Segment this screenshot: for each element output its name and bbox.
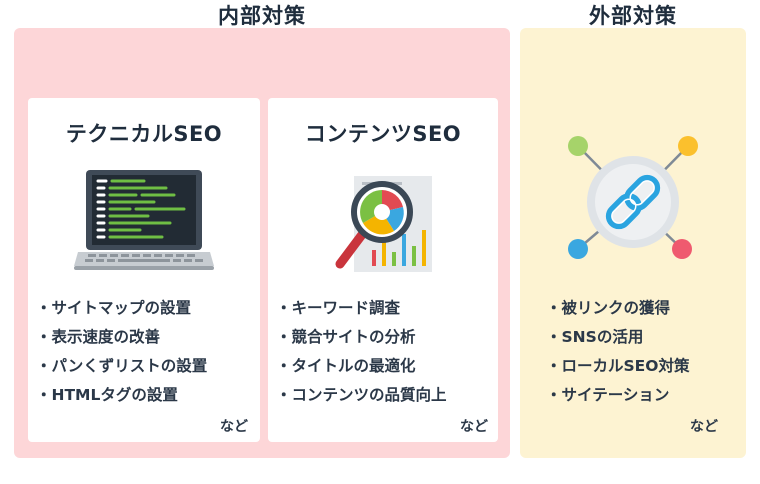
laptop-code-icon — [74, 170, 214, 270]
content-seo-title: コンテンツSEO — [304, 122, 462, 146]
list-item: SNSの活用 — [546, 323, 689, 352]
external-measures-etc: など — [690, 419, 718, 435]
technical-seo-etc: など — [220, 419, 248, 435]
list-item: 表示速度の改善 — [36, 323, 207, 352]
list-item: ローカルSEO対策 — [546, 352, 690, 381]
list-item: サイテーション — [546, 381, 689, 410]
magnifier-chart-icon — [335, 176, 432, 272]
content-seo-etc: など — [460, 419, 488, 435]
external-measures-list: 被リンクの獲得 SNSの活用 ローカルSEO対策 サイテーション — [546, 294, 690, 410]
link-network-icon — [568, 136, 698, 259]
list-item: キーワード調査 — [276, 294, 447, 323]
technical-seo-title: テクニカルSEO — [65, 122, 223, 146]
list-item: 被リンクの獲得 — [546, 294, 689, 323]
technical-seo-list: サイトマップの設置 表示速度の改善 パンくずリストの設置 HTMLタグの設置 — [36, 294, 208, 410]
external-measures-title: 外部対策 — [589, 4, 677, 28]
list-item: コンテンツの品質向上 — [276, 381, 447, 410]
content-seo-list: キーワード調査 競合サイトの分析 タイトルの最適化 コンテンツの品質向上 — [276, 294, 447, 410]
list-item: サイトマップの設置 — [36, 294, 207, 323]
list-item: 競合サイトの分析 — [276, 323, 447, 352]
list-item: タイトルの最適化 — [276, 352, 447, 381]
internal-measures-title: 内部対策 — [218, 4, 306, 28]
list-item: HTMLタグの設置 — [36, 381, 207, 410]
list-item: パンくずリストの設置 — [36, 352, 208, 381]
